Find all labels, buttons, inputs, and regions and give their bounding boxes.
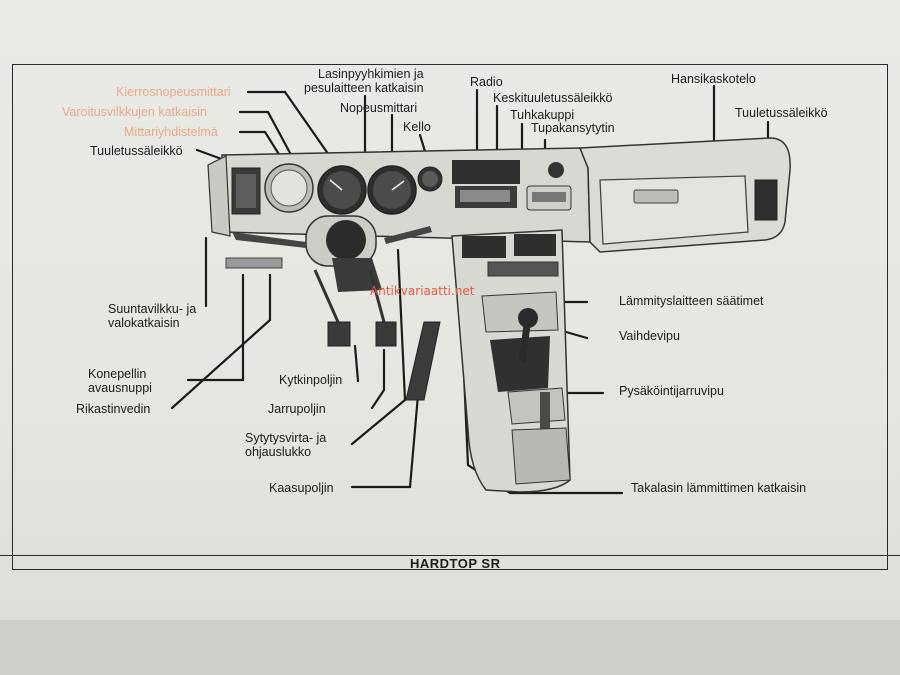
label-wiper-1: Lasinpyyhkimien ja [318, 67, 424, 81]
watermark: Antikvariaatti.net [370, 284, 475, 298]
label-lighter: Tupakansytytin [531, 121, 615, 135]
label-glovebox: Hansikaskotelo [671, 72, 756, 86]
leader-choke [170, 273, 272, 410]
leader-ignition [350, 248, 407, 446]
label-parking-brake: Pysäköintijarruvipu [619, 384, 724, 398]
label-turn-signal-2: valokatkaisin [108, 316, 180, 330]
label-clutch: Kytkinpoljin [279, 373, 343, 387]
pedals [313, 269, 441, 401]
leader-clutch [353, 344, 360, 383]
label-heater-controls: Lämmityslaitteen säätimet [619, 294, 764, 308]
figure-frame [12, 64, 888, 570]
label-hazard-switch: Varoitusvilkkujen katkaisin [62, 105, 207, 119]
center-console [451, 229, 571, 493]
label-meter-cluster: Mittariyhdistelmä [124, 125, 218, 139]
label-wiper-2: pesulaitteen katkaisin [304, 81, 424, 95]
label-ignition-1: Sytytysvirta- ja [245, 431, 327, 445]
label-tachometer: Kierrosnopeusmittari [116, 85, 231, 99]
label-hood-release-1: Konepellin [88, 367, 147, 381]
leader-tachometer [246, 90, 340, 170]
label-choke: Rikastinvedin [76, 402, 151, 416]
figure-caption: HARDTOP SR [410, 556, 501, 571]
dashboard-body [207, 137, 791, 253]
leader-brake [370, 348, 386, 410]
label-vent-left: Tuuletussäleikkö [90, 144, 183, 158]
label-ignition-2: ohjauslukko [245, 445, 312, 459]
label-ashtray: Tuhkakuppi [510, 108, 575, 122]
leader-accelerator [350, 393, 420, 489]
label-rear-defrost: Takalasin lämmittimen katkaisin [631, 481, 807, 495]
label-brake: Jarrupoljin [268, 402, 326, 416]
label-turn-signal-1: Suuntavilkku- ja [108, 302, 197, 316]
label-gear-lever: Vaihdevipu [619, 329, 680, 343]
steering-column [225, 215, 432, 292]
label-center-vent: Keskituuletussäleikkö [493, 91, 613, 105]
label-vent-right: Tuuletussäleikkö [735, 106, 828, 120]
label-speedometer: Nopeusmittari [340, 101, 418, 115]
label-accelerator: Kaasupoljin [269, 481, 334, 495]
label-hood-release-2: avausnuppi [88, 381, 152, 395]
caption-bar [0, 555, 900, 586]
label-clock: Kello [403, 120, 431, 134]
leader-hood-release [186, 273, 245, 382]
label-radio: Radio [470, 75, 503, 89]
underlying-sheet [0, 620, 900, 675]
